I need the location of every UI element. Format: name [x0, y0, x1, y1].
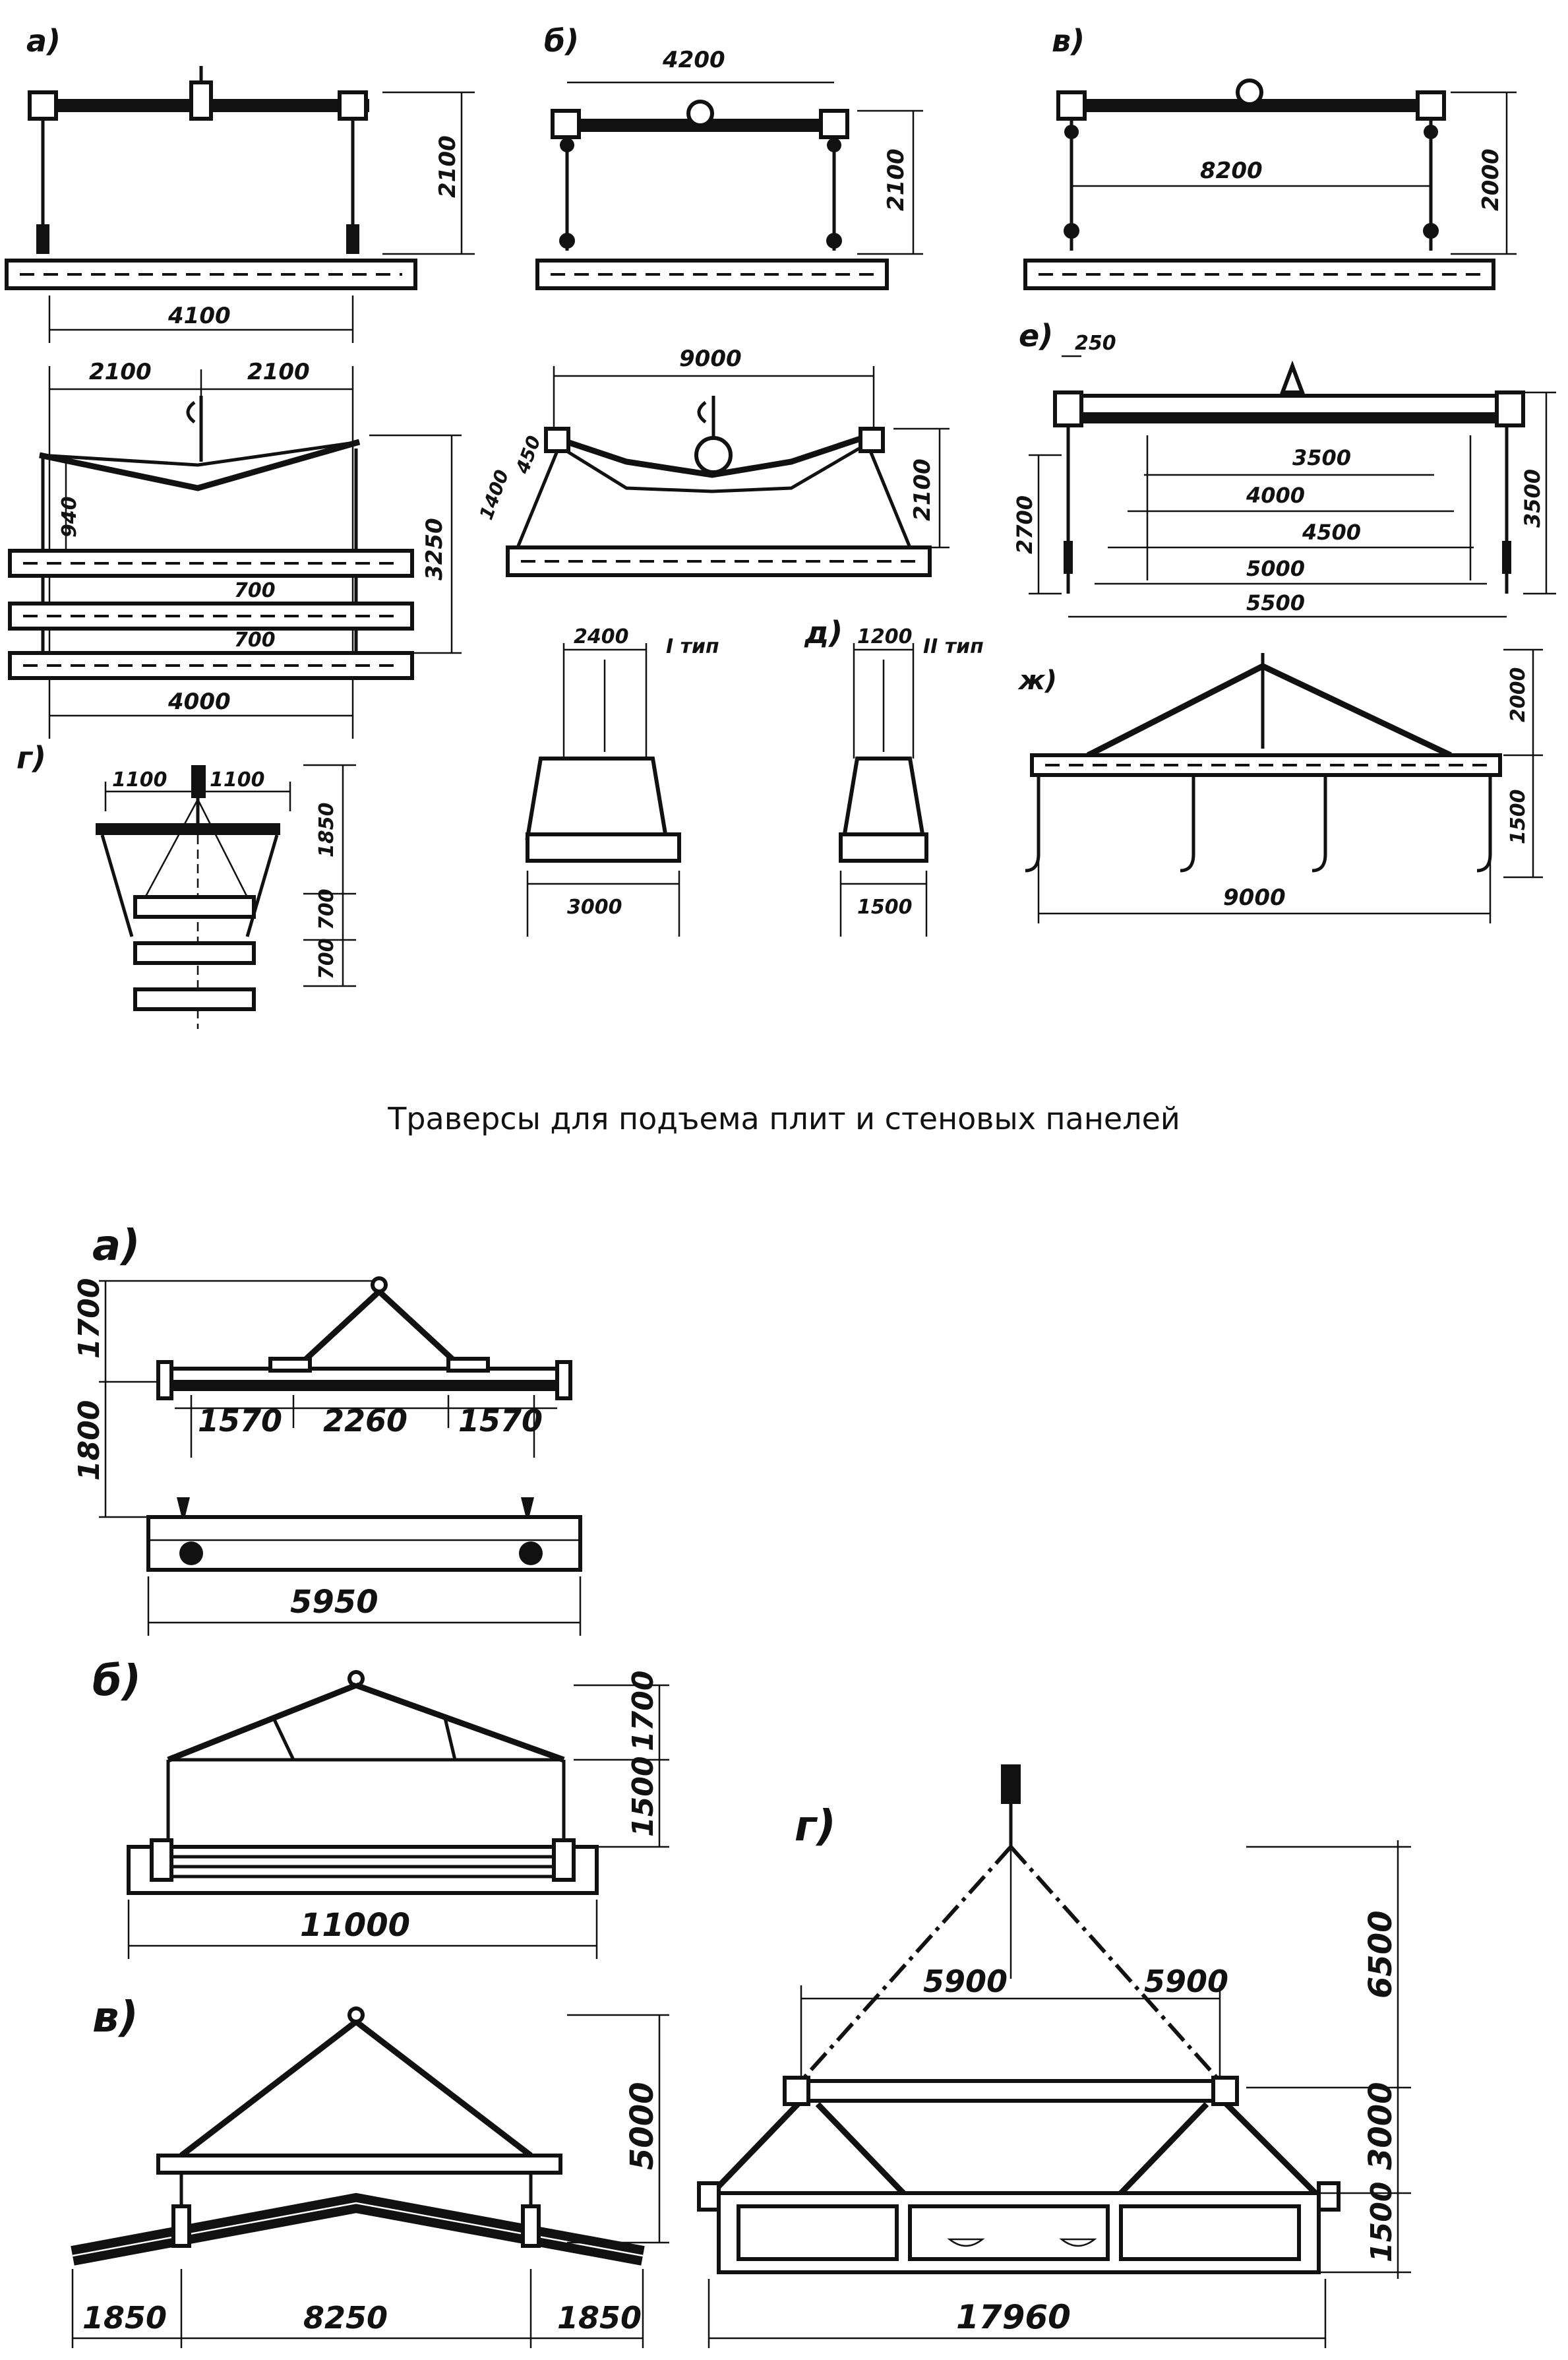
upper-e-dim-3500-height: 3500: [1520, 469, 1545, 528]
upper-d-type1-label: I тип: [666, 635, 719, 658]
upper-g-cage-dim-right: 1100: [210, 768, 265, 792]
upper-g-dim-right: 2100: [247, 359, 310, 385]
upper-g-label: г): [16, 740, 46, 776]
upper-b2-dim-450: 450: [511, 433, 545, 477]
upper-diagram-e: е) 250 3500 4000 4500 5000 5500 2700 350…: [1012, 318, 1556, 618]
upper-e-dim-250: 250: [1075, 332, 1116, 355]
lower-a-dim-2260: 2260: [323, 1403, 407, 1439]
lower-a-dim-1700: 1700: [73, 1278, 106, 1359]
upper-e-label: е): [1019, 318, 1053, 354]
upper-d-type1-width: 2400: [574, 625, 629, 648]
upper-zh-label: ж): [1017, 666, 1057, 696]
upper-diagram-g-cage: г) 1100 1100 1850 700 700: [16, 740, 356, 1029]
upper-diagram-b: б) 4200 2100: [535, 23, 923, 290]
upper-g-cage-dim-left: 1100: [112, 768, 167, 792]
lower-diagram-g: г) 5900 5900 6500 3000 1500: [697, 1764, 1411, 2348]
upper-v-label: в): [1052, 23, 1085, 59]
upper-g-cage-dim-1850: 1850: [315, 803, 338, 858]
lower-g-label: г): [795, 1802, 836, 1851]
upper-d-type1-base: 3000: [567, 896, 622, 919]
upper-zh-dim-width: 9000: [1223, 885, 1286, 911]
lower-a-dim-5950: 5950: [290, 1584, 378, 1621]
upper-e-dim-3500: 3500: [1292, 445, 1351, 470]
lower-g-dim-5900-left: 5900: [923, 1964, 1008, 1999]
lower-a-dim-1800: 1800: [73, 1400, 106, 1481]
upper-g-dim-700b: 700: [234, 629, 276, 652]
upper-diagram-d: 2400 I тип 3000 д) 1200 II тип 1500: [525, 615, 984, 937]
lower-v-dim-5000: 5000: [624, 2082, 661, 2170]
upper-diagram-g-stack: 2100 2100 940 700 700 3250 4000: [8, 359, 462, 739]
upper-g-dim-700a: 700: [234, 579, 276, 602]
lower-a-dim-1570-left: 1570: [198, 1403, 282, 1439]
upper-b2-dim-width: 9000: [679, 346, 742, 372]
upper-g-dim-width: 4000: [167, 689, 231, 715]
lower-v-dim-1850-right: 1850: [557, 2300, 642, 2336]
lower-g-dim-1500: 1500: [1365, 2182, 1399, 2262]
lower-a-dim-1570-right: 1570: [458, 1403, 543, 1439]
upper-e-dim-2700: 2700: [1012, 495, 1037, 554]
lower-b-dim-1700: 1700: [626, 1671, 660, 1751]
upper-d-type2-base: 1500: [857, 896, 913, 919]
upper-zh-dim-2000: 2000: [1507, 668, 1530, 723]
upper-b-dim-height: 2100: [883, 148, 909, 211]
lower-v-dim-1850-left: 1850: [82, 2300, 167, 2336]
upper-diagram-zh: ж) 2000 1500 9000: [1017, 648, 1543, 923]
lower-a-label: а): [92, 1222, 140, 1270]
upper-g-dim-height: 3250: [421, 518, 448, 580]
lower-g-dim-3000: 3000: [1362, 2082, 1399, 2170]
upper-e-dim-5000: 5000: [1246, 556, 1305, 581]
lower-b-label: б): [92, 1657, 141, 1706]
upper-diagram-b2-hinged: 9000 450 1400 2100: [475, 346, 950, 577]
upper-v-dim-height: 2000: [1478, 148, 1504, 211]
upper-a-dim-height: 2100: [435, 135, 461, 198]
upper-e-dim-4500: 4500: [1302, 520, 1361, 545]
upper-zh-dim-1500: 1500: [1507, 790, 1530, 845]
upper-v-dim-width: 8200: [1200, 158, 1263, 184]
lower-g-dim-17960: 17960: [956, 2298, 1071, 2336]
lower-b-dim-11000: 11000: [300, 1907, 410, 1944]
upper-b-label: б): [544, 23, 579, 59]
upper-b-dim-width: 4200: [662, 47, 725, 73]
upper-g-dim-940: 940: [58, 496, 81, 538]
lower-b-dim-1500: 1500: [626, 1756, 660, 1837]
upper-e-dim-4000: 4000: [1246, 483, 1305, 508]
lower-diagram-a: а) 1700 1800 1570 2260 1570 5950: [73, 1222, 582, 1636]
lower-v-label: в): [92, 1993, 138, 2042]
upper-g-dim-left: 2100: [89, 359, 152, 385]
upper-diagram-a: а) 2100 4100: [5, 23, 475, 343]
lower-diagram-v: в) 5000 1850 8250 1850: [71, 1993, 669, 2348]
upper-d-type2-label: II тип: [923, 635, 984, 658]
upper-d-label: д): [804, 615, 843, 650]
upper-e-dim-5500: 5500: [1246, 590, 1305, 615]
upper-d-type2-width: 1200: [857, 625, 913, 648]
upper-diagram-v: в) 8200 2000: [1023, 23, 1517, 290]
lower-g-dim-5900-right: 5900: [1144, 1964, 1228, 1999]
upper-b2-dim-1400: 1400: [475, 467, 514, 523]
lower-diagram-b: б) 1700 1500 11000: [92, 1657, 669, 1959]
upper-b2-dim-height: 2100: [909, 458, 936, 521]
upper-a-dim-width: 4100: [167, 303, 231, 329]
upper-g-cage-dim-700a: 700: [315, 888, 338, 930]
upper-g-cage-dim-700b: 700: [315, 938, 338, 979]
lower-v-dim-8250: 8250: [303, 2300, 388, 2336]
lower-g-dim-6500: 6500: [1362, 1910, 1399, 1999]
upper-a-label: а): [26, 23, 61, 59]
caption: Траверсы для подъема плит и стеновых пан…: [387, 1101, 1180, 1136]
